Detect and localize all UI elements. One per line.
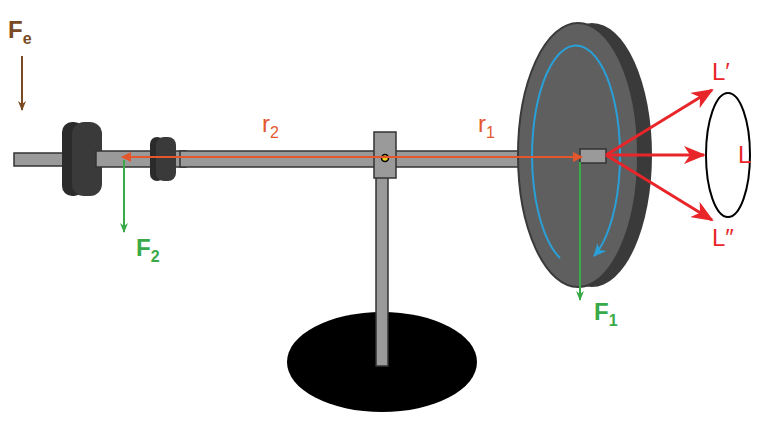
momentum-label: L″ (712, 226, 734, 250)
force-label: Fe (8, 18, 32, 42)
momentum-label: L (738, 143, 751, 167)
momentum-label: L′ (712, 60, 730, 84)
radius-label: r2 (262, 112, 279, 136)
force-label: F1 (594, 300, 618, 324)
force-label: F2 (136, 236, 160, 260)
radius-label: r1 (478, 112, 495, 136)
